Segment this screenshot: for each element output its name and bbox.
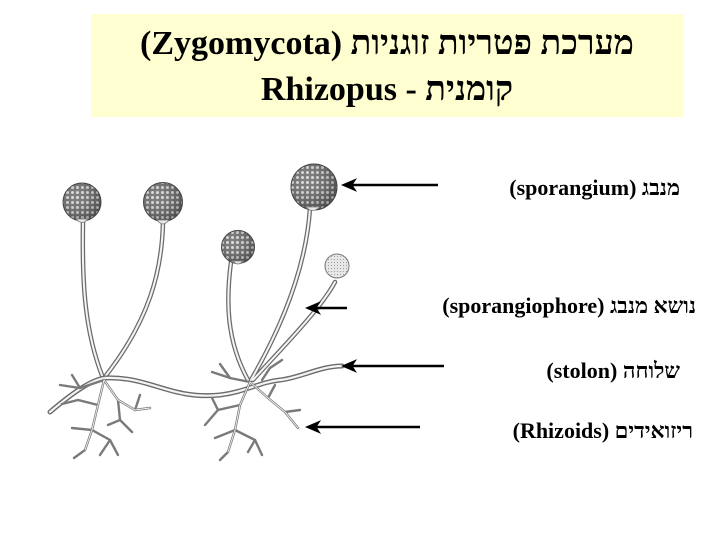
rhizoids-left [58,373,152,460]
arrow-stolon [340,359,444,373]
arrow-rhizoids [304,420,420,434]
sporangium-2 [143,182,183,222]
sporangia [62,163,350,279]
label-stolon: שלוחה (stolon) [546,358,680,383]
sporangium-4 [290,163,338,211]
label-sporangiophore: נושא מנבג (sporangiophore) [442,293,696,318]
stolon [47,363,345,415]
sporangium-3 [221,230,255,264]
title-line-1: מערכת פטריות זוגניות (Zygomycota) [140,25,634,62]
arrow-sporangiophore [304,301,347,315]
label-sporangium: מנבג (sporangium) [509,175,680,200]
title-line-2: קומנית - Rhizopus [260,71,514,108]
arrow-sporangium [340,178,438,192]
title-box: מערכת פטריות זוגניות (Zygomycota) קומנית… [91,14,683,117]
sporangium-1 [62,182,102,222]
arrows [304,178,444,434]
label-rhizoids: ריזואידים (Rhizoids) [512,418,693,443]
sporangium-5-immature [324,253,350,279]
